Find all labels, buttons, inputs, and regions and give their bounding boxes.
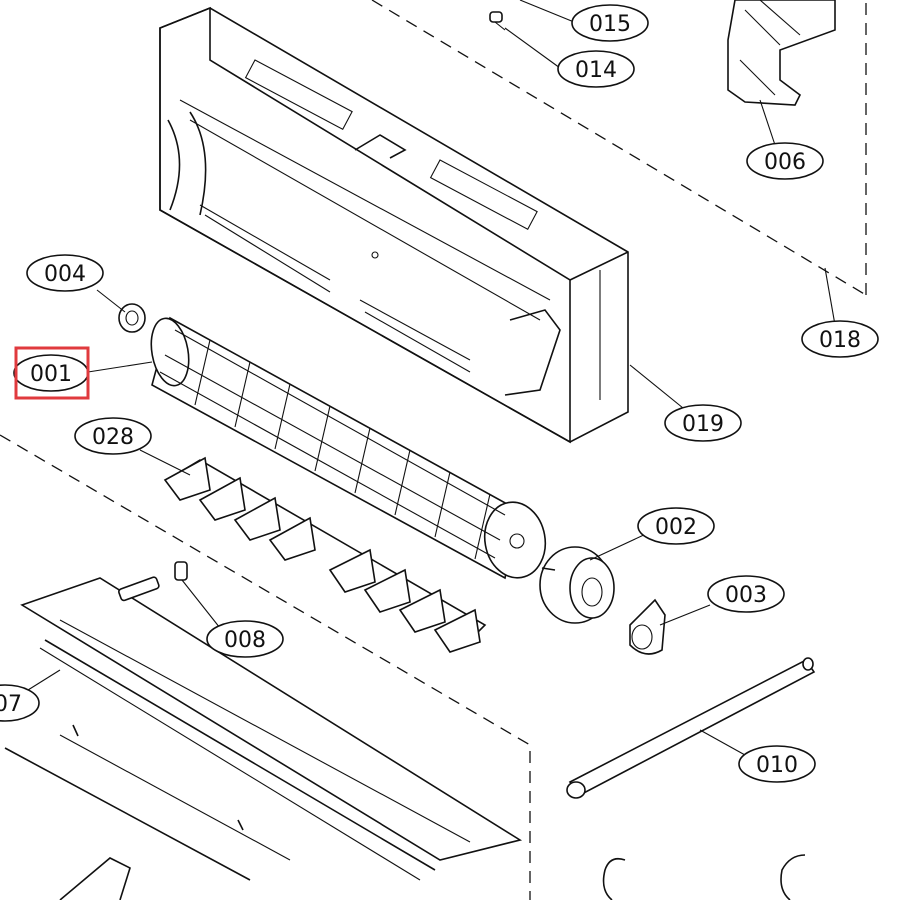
label-010-text: 010 — [756, 753, 798, 778]
label-018-text: 018 — [819, 328, 861, 353]
label-028-text: 028 — [92, 425, 134, 450]
cross-flow-fan-part-001[interactable] — [146, 315, 551, 582]
group-boundary-lower — [0, 434, 531, 900]
label-015-text: 015 — [589, 12, 631, 37]
drain-hose-part-010[interactable] — [566, 657, 816, 799]
label-part-007[interactable]: 07 — [0, 684, 40, 722]
label-part-028[interactable]: 028 — [74, 417, 152, 455]
label-003-text: 003 — [725, 583, 767, 608]
label-part-014[interactable]: 014 — [557, 50, 635, 88]
group-boundary-upper — [371, 0, 867, 296]
selected-part-highlight — [14, 346, 90, 400]
label-002-text: 002 — [655, 515, 697, 540]
label-001-text: 001 — [30, 362, 72, 387]
bracket-part-006[interactable] — [727, 0, 836, 106]
label-part-006[interactable]: 006 — [746, 142, 824, 180]
corner-bracket — [59, 857, 131, 900]
label-part-002[interactable]: 002 — [637, 507, 715, 545]
label-008-text: 008 — [224, 628, 266, 653]
label-part-003[interactable]: 003 — [707, 575, 785, 613]
chassis-part-019[interactable] — [159, 6, 629, 444]
label-004-text: 004 — [44, 262, 86, 287]
label-019-text: 019 — [682, 412, 724, 437]
label-part-015[interactable]: 015 — [571, 4, 649, 42]
leader-lines — [27, 0, 836, 756]
label-007-text: 07 — [0, 692, 22, 717]
label-part-001[interactable]: 001 — [13, 346, 90, 400]
label-part-008[interactable]: 008 — [206, 620, 284, 658]
screw-part-014[interactable] — [489, 11, 506, 31]
label-part-018[interactable]: 018 — [801, 320, 879, 358]
label-014-text: 014 — [575, 58, 617, 83]
wire-harness — [602, 854, 806, 900]
shaft-part-008[interactable] — [118, 561, 188, 602]
label-006-text: 006 — [764, 150, 806, 175]
motor-part-002[interactable] — [539, 546, 615, 624]
label-part-004[interactable]: 004 — [26, 254, 104, 292]
label-part-019[interactable]: 019 — [664, 404, 742, 442]
louver-assembly-part-028[interactable] — [163, 456, 487, 653]
drain-pan-part-007[interactable] — [4, 577, 523, 881]
bushing-part-004[interactable] — [118, 303, 146, 333]
motor-mount-part-003[interactable] — [629, 598, 666, 655]
label-part-010[interactable]: 010 — [738, 745, 816, 783]
